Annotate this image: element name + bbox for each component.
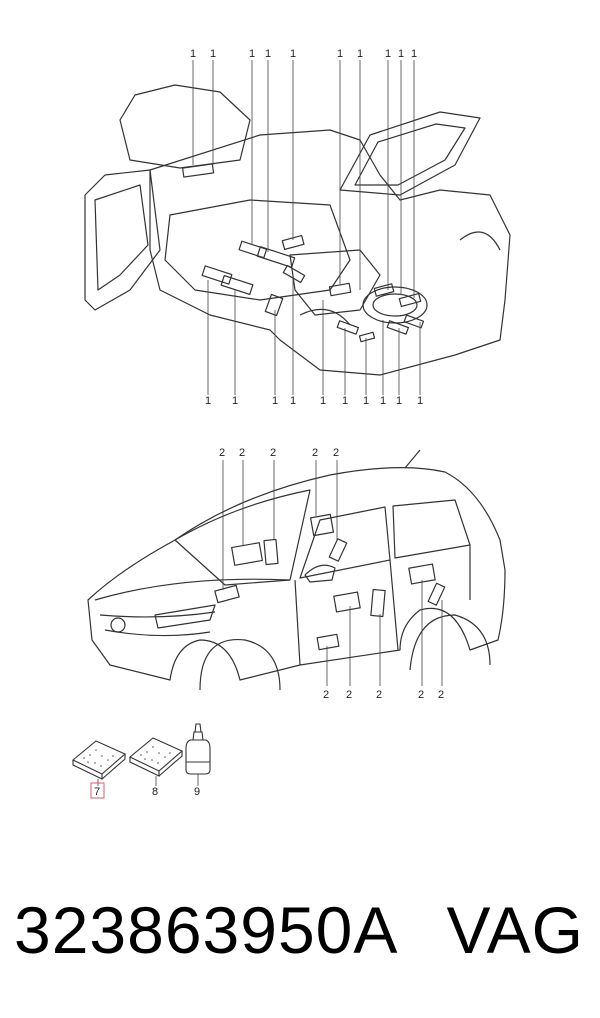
callout-1: 1 xyxy=(265,48,271,60)
callout-1: 1 xyxy=(320,395,326,407)
part-label-8: 8 xyxy=(152,786,158,798)
callout-1: 1 xyxy=(290,395,296,407)
part-7-highlight-box xyxy=(90,782,105,799)
callout-2: 2 xyxy=(219,447,225,459)
callout-1: 1 xyxy=(396,395,402,407)
brand-label: VAG xyxy=(446,893,584,967)
callout-1: 1 xyxy=(398,48,404,60)
callout-1: 1 xyxy=(342,395,348,407)
part-8-pad: 8 xyxy=(128,737,184,798)
callout-1: 1 xyxy=(272,395,278,407)
callout-1: 1 xyxy=(337,48,343,60)
side-callouts: 2 2 2 2 2 2 2 2 2 2 xyxy=(219,447,444,701)
callout-1: 1 xyxy=(290,48,296,60)
callout-1: 1 xyxy=(411,48,417,60)
callout-1: 1 xyxy=(357,48,363,60)
callout-2: 2 xyxy=(270,447,276,459)
callout-2: 2 xyxy=(312,447,318,459)
callout-1: 1 xyxy=(249,48,255,60)
part-label-7: 7 xyxy=(94,786,100,798)
part-7-pad: 7 xyxy=(71,740,127,799)
top-leader-lines xyxy=(192,60,421,395)
top-callouts: 1 1 1 1 1 1 1 1 1 1 1 1 1 1 1 1 1 1 1 1 xyxy=(190,48,423,407)
callout-2: 2 xyxy=(323,689,329,701)
callout-1: 1 xyxy=(232,395,238,407)
callout-1: 1 xyxy=(380,395,386,407)
callout-1: 1 xyxy=(210,48,216,60)
part-label-9: 9 xyxy=(194,786,200,798)
callout-1: 1 xyxy=(205,395,211,407)
callout-2: 2 xyxy=(376,689,382,701)
callout-1: 1 xyxy=(417,395,423,407)
callout-2: 2 xyxy=(346,689,352,701)
callout-2: 2 xyxy=(333,447,339,459)
part-number: 323863950A xyxy=(14,893,399,967)
callout-1: 1 xyxy=(385,48,391,60)
callout-2: 2 xyxy=(239,447,245,459)
callout-2: 2 xyxy=(418,689,424,701)
callout-1: 1 xyxy=(190,48,196,60)
car-interior-top-view xyxy=(84,84,511,376)
callout-1: 1 xyxy=(363,395,369,407)
car-body-side-view xyxy=(87,449,506,691)
callout-2: 2 xyxy=(438,689,444,701)
part-9-bottle: 9 xyxy=(185,723,211,798)
side-leader-lines xyxy=(222,460,443,686)
